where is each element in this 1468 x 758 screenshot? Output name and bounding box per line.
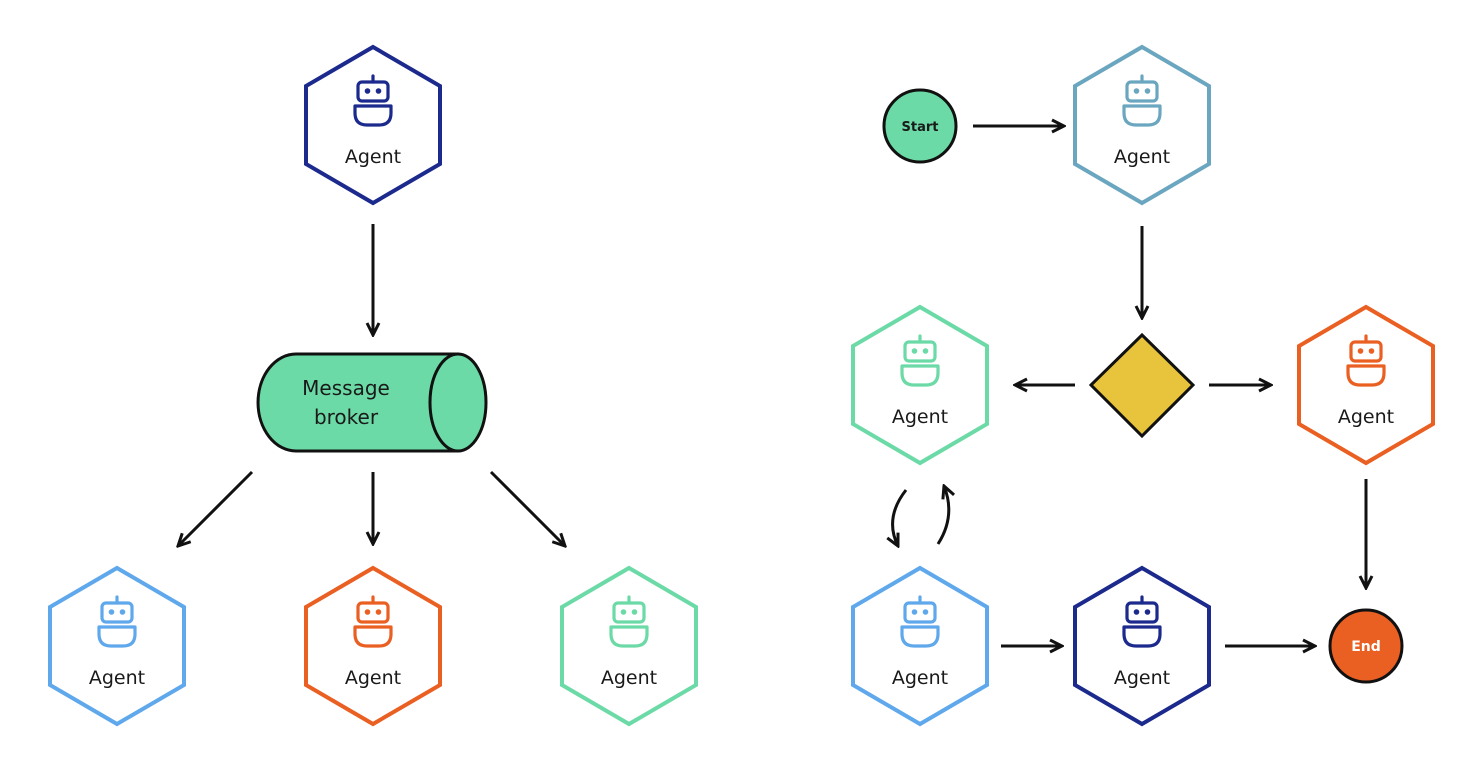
robot-body xyxy=(1346,364,1386,387)
robot-eye xyxy=(911,609,918,615)
agent-label: Agent xyxy=(89,667,145,689)
agent-label: Agent xyxy=(892,406,948,428)
agent-label: Agent xyxy=(1114,146,1170,168)
robot-eye xyxy=(364,609,371,615)
robot-head xyxy=(1125,80,1159,103)
agent-node-bottom-mid: Agent xyxy=(1073,565,1211,727)
robot-eye xyxy=(375,609,382,615)
agent-node-bottom-left: Agent xyxy=(851,565,989,727)
robot-body xyxy=(1122,625,1162,648)
robot-body xyxy=(1122,104,1162,127)
robot-head xyxy=(356,80,390,103)
loop-arrow-up xyxy=(936,486,949,545)
robot-eye xyxy=(119,609,126,615)
robot-eye xyxy=(1144,88,1151,94)
agent-node-source: Agent xyxy=(304,44,442,206)
end-node: End xyxy=(1328,608,1404,684)
robot-body xyxy=(97,625,137,648)
arrow-broker-to-right-agent xyxy=(489,470,565,546)
workflow-diagram: Start Agent Agent Agent xyxy=(851,44,1435,727)
robot-eye xyxy=(108,609,115,615)
robot-head xyxy=(1349,340,1383,363)
robot-icon xyxy=(900,595,940,648)
robot-icon xyxy=(1122,74,1162,127)
robot-eye xyxy=(364,88,371,94)
robot-icon xyxy=(97,595,137,648)
decision-diamond xyxy=(1088,332,1196,439)
robot-eye xyxy=(631,609,638,615)
broadcast-diagram: Agent Message broker Agent Agent Agent xyxy=(48,44,698,727)
broker-label-line2: broker xyxy=(314,405,379,429)
robot-eye xyxy=(375,88,382,94)
agent-label: Agent xyxy=(345,667,401,689)
broker-label-line1: Message xyxy=(302,376,390,400)
robot-eye xyxy=(922,609,929,615)
agent-label: Agent xyxy=(892,667,948,689)
agent-label: Agent xyxy=(345,146,401,168)
robot-eye xyxy=(1133,88,1140,94)
robot-eye xyxy=(1144,609,1151,615)
loop-arrow-down xyxy=(893,489,908,546)
start-node: Start xyxy=(882,88,958,164)
robot-icon xyxy=(1122,595,1162,648)
agent-label: Agent xyxy=(601,667,657,689)
agent-node-target-3: Agent xyxy=(560,565,698,727)
message-broker: Message broker xyxy=(256,352,488,453)
agent-node-right: Agent xyxy=(1297,304,1435,466)
robot-eye xyxy=(1357,348,1364,354)
robot-eye xyxy=(922,348,929,354)
robot-icon xyxy=(353,595,393,648)
robot-head xyxy=(1125,601,1159,624)
robot-body xyxy=(900,364,940,387)
robot-icon xyxy=(900,334,940,387)
agent-node-target-2: Agent xyxy=(304,565,442,727)
agent-node-target-1: Agent xyxy=(48,565,186,727)
robot-body xyxy=(353,104,393,127)
robot-icon xyxy=(353,74,393,127)
robot-body xyxy=(900,625,940,648)
robot-eye xyxy=(1368,348,1375,354)
robot-icon xyxy=(1346,334,1386,387)
arrow-broker-to-left-agent xyxy=(178,470,254,546)
agent-label: Agent xyxy=(1114,667,1170,689)
robot-head xyxy=(100,601,134,624)
robot-head xyxy=(356,601,390,624)
start-label: Start xyxy=(902,120,939,135)
robot-eye xyxy=(620,609,627,615)
agent-label: Agent xyxy=(1338,406,1394,428)
agent-node-left: Agent xyxy=(851,304,989,466)
agent-node-first: Agent xyxy=(1073,44,1211,206)
robot-eye xyxy=(911,348,918,354)
robot-body xyxy=(609,625,649,648)
end-label: End xyxy=(1351,639,1381,655)
robot-head xyxy=(903,601,937,624)
robot-icon xyxy=(609,595,649,648)
robot-eye xyxy=(1133,609,1140,615)
robot-head xyxy=(903,340,937,363)
robot-head xyxy=(612,601,646,624)
robot-body xyxy=(353,625,393,648)
